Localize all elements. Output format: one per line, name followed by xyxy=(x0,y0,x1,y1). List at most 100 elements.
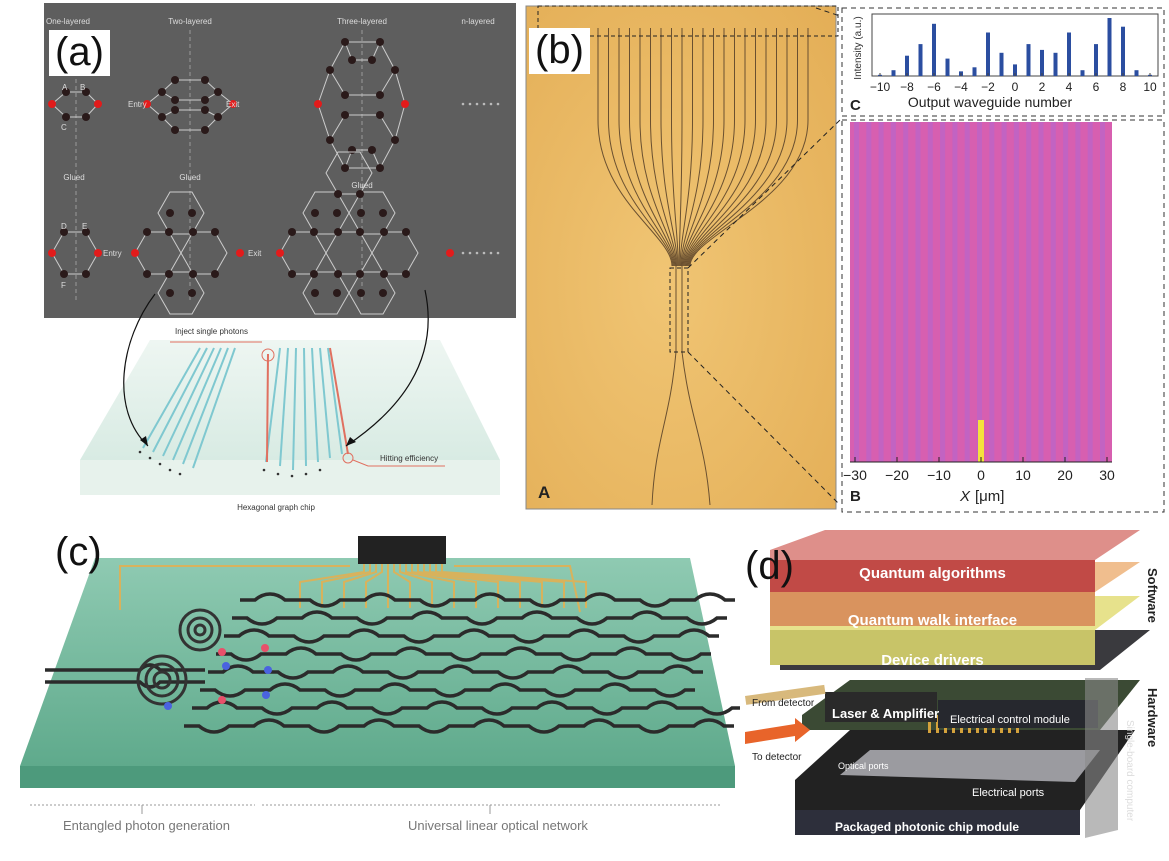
entry-label: Entry xyxy=(128,100,147,109)
panel-d-figure xyxy=(745,530,1150,838)
nodes xyxy=(288,190,410,297)
sub-label-a: A xyxy=(538,483,550,502)
exit-node xyxy=(94,249,102,257)
bar xyxy=(1067,32,1071,76)
nodes xyxy=(326,38,399,172)
panel-label-d: (d) xyxy=(745,544,794,588)
waveguide-stripe xyxy=(989,122,995,462)
fiber-to xyxy=(745,718,810,744)
waveguides-left xyxy=(142,347,236,469)
bar xyxy=(945,58,950,76)
waveguide-stripe xyxy=(878,122,884,462)
bar xyxy=(1040,49,1044,76)
bond-wire xyxy=(343,564,377,608)
waveguide-stripe xyxy=(1050,122,1056,462)
spiral-source xyxy=(178,608,222,652)
photonic-chip xyxy=(840,750,1100,782)
arrow xyxy=(345,289,429,447)
source-waveguide xyxy=(45,680,205,689)
spiral-source xyxy=(186,616,214,644)
fan-waveguide xyxy=(597,28,673,267)
coupled-region xyxy=(675,266,683,352)
sbc-label: Single-board computer xyxy=(1124,720,1135,822)
control-box xyxy=(938,700,1098,728)
fiber-from xyxy=(745,684,826,705)
sub-label-b: B xyxy=(850,488,861,505)
bar xyxy=(1107,18,1112,76)
hardware-label: Hardware xyxy=(1145,688,1160,748)
chip-board-edge xyxy=(20,766,735,788)
network-waveguide xyxy=(184,718,734,734)
bar xyxy=(905,55,909,76)
bar xyxy=(932,23,936,76)
fan-waveguide xyxy=(618,28,675,267)
bond-wire xyxy=(321,564,371,608)
network-waveguide xyxy=(224,628,719,644)
bar-ylabel: Intensity (a.u.) xyxy=(853,16,864,79)
bond-wire xyxy=(405,564,455,608)
glued-label: Glued xyxy=(63,173,84,182)
fan-waveguide xyxy=(684,28,746,267)
node-letter: A xyxy=(62,83,68,92)
bond-wire xyxy=(441,564,587,608)
bond-wire xyxy=(429,564,543,608)
photon-pairs xyxy=(164,644,272,710)
chip-board xyxy=(20,558,735,766)
column-title: Two-layered xyxy=(168,17,212,26)
bar-tick-label: −6 xyxy=(927,80,941,94)
waveguide-stripe xyxy=(1100,122,1105,462)
arrowhead xyxy=(346,437,356,446)
sub-label-c: C xyxy=(850,97,861,114)
bond-wire xyxy=(399,564,433,608)
chip-edge xyxy=(80,460,500,495)
fan-waveguide xyxy=(687,28,788,267)
hitting-marker xyxy=(342,452,354,464)
panel-label-c: (c) xyxy=(55,530,102,574)
heatmap-tick-label: −10 xyxy=(927,467,951,483)
exit-label: Exit xyxy=(248,249,262,258)
bond-wire xyxy=(411,564,477,608)
heatmap-xlabel-unit: [μm] xyxy=(975,488,1004,505)
bond-wire xyxy=(365,564,383,608)
electrical-ports-label: Electrical ports xyxy=(972,787,1045,799)
heatmap-tick-label: 20 xyxy=(1057,467,1073,483)
bar-tick-label: 4 xyxy=(1066,80,1073,94)
heatmap-xlabel-var: X xyxy=(959,488,971,505)
exit-node xyxy=(94,100,102,108)
waveguide-fan xyxy=(597,28,809,267)
entry-node xyxy=(314,100,322,108)
bar-tick-label: 2 xyxy=(1039,80,1046,94)
entry-node xyxy=(276,249,284,257)
bond-wire xyxy=(119,565,350,610)
bar xyxy=(999,52,1004,76)
network-waveguide xyxy=(232,610,727,626)
to-detector-label: To detector xyxy=(752,752,802,763)
waveguide-stripe xyxy=(940,122,946,462)
bar xyxy=(986,32,990,76)
tree-three-layer xyxy=(317,41,406,169)
entry-node xyxy=(143,100,151,108)
bar xyxy=(1121,26,1125,76)
fan-waveguide xyxy=(688,28,798,267)
chip-label: Hexagonal graph chip xyxy=(237,503,315,512)
spiral-source xyxy=(136,654,188,706)
panel-label-b: (b) xyxy=(529,28,590,74)
bar xyxy=(891,70,896,76)
layer-top-face xyxy=(770,530,1140,560)
bar-tick-label: −4 xyxy=(954,80,968,94)
bar-tick-label: 6 xyxy=(1093,80,1100,94)
fan-waveguide xyxy=(685,28,756,267)
bond-wire xyxy=(423,564,521,608)
layer-label: Quantum walk interface xyxy=(847,612,1018,629)
panel-label-a: (a) xyxy=(49,30,110,76)
exit-node xyxy=(446,249,454,257)
arrowhead xyxy=(140,436,148,446)
heatmap-tick-label: 10 xyxy=(1015,467,1031,483)
waveguide-stripe xyxy=(1026,122,1032,462)
waveguide-stripe xyxy=(1063,122,1069,462)
exit-node xyxy=(401,100,409,108)
entry-node xyxy=(48,100,56,108)
waveguide-stripe xyxy=(952,122,958,462)
